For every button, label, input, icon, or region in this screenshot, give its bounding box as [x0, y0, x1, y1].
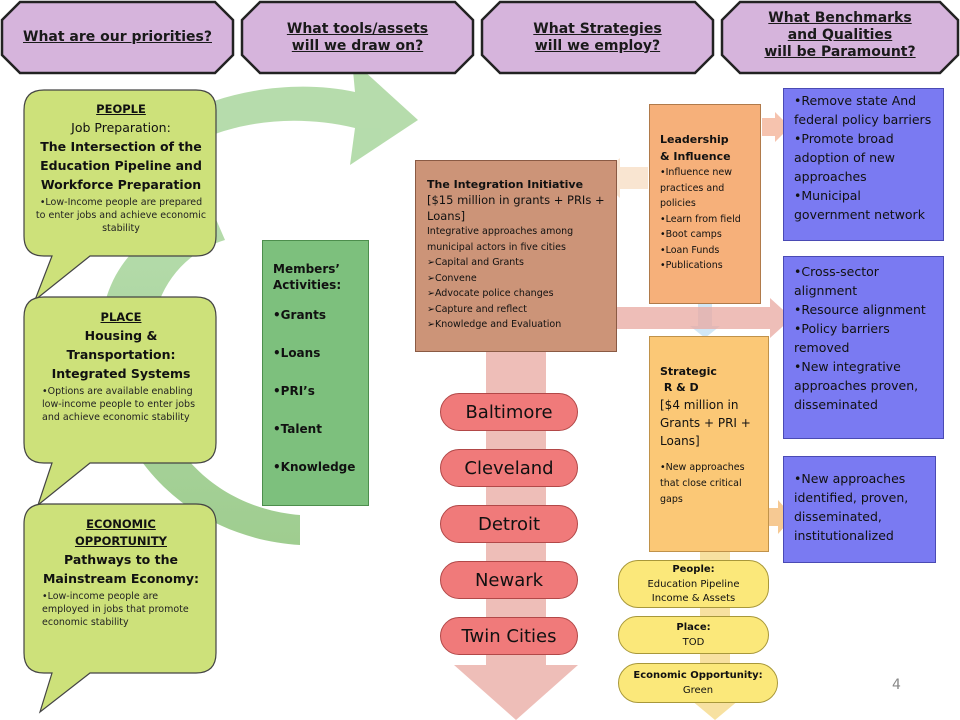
bubble-place: PLACE Housing & Transportation: Integrat… — [34, 309, 208, 424]
bubble-subtitle-line: The Intersection of the — [40, 139, 202, 154]
leadership-bullet: •Publications — [660, 260, 723, 271]
bubble-subtitle-line: Mainstream Economy: — [42, 571, 200, 586]
city-pill-cleveland: Cleveland — [440, 449, 578, 487]
strategy-line: Green — [682, 685, 714, 696]
bubble-people: PEOPLE Job Preparation: The Intersection… — [34, 101, 208, 235]
bubble-subtitle-line: Workforce Preparation — [40, 177, 202, 192]
strategy-line: TOD — [682, 637, 705, 648]
header-line: will be Paramount? — [764, 44, 916, 60]
benchmark-item: •Remove state And federal policy barrier… — [794, 93, 932, 127]
leadership-influence-box: Leadership & Influence •Influence new pr… — [649, 104, 761, 304]
bubble-bullet: •Low-income people are employed in jobs … — [42, 591, 189, 628]
integration-bullet: ➢Capture and reflect — [427, 303, 527, 315]
integration-bullet-text: Capture and reflect — [434, 303, 527, 315]
strategic-title-line: Strategic — [660, 365, 717, 378]
benchmark-box-approaches: •New approaches identified, proven, diss… — [783, 456, 936, 563]
strategy-pill-place: Place: TOD — [618, 616, 769, 654]
city-pill-detroit: Detroit — [440, 505, 578, 543]
integration-bullet: ➢Knowledge and Evaluation — [427, 319, 562, 330]
leadership-bullet: •Influence new practices and policies — [660, 167, 733, 209]
bubble-subtitle-line: Housing & — [84, 328, 158, 343]
members-title: Members’ Activities: — [273, 262, 342, 292]
members-item: •Loans — [273, 346, 321, 360]
members-item: •Knowledge — [273, 460, 356, 474]
strategic-subtitle: [$4 million in Grants + PRI + Loans] — [660, 398, 751, 448]
header-benchmarks: What Benchmarks and Qualities will be Pa… — [722, 0, 958, 71]
members-item: •Talent — [273, 422, 322, 436]
strategy-pill-economic-opportunity: Economic Opportunity: Green — [618, 663, 778, 703]
benchmark-item: •Resource alignment — [794, 302, 926, 317]
header-line: and Qualities — [787, 27, 893, 43]
bubble-title: PLACE — [100, 310, 142, 324]
members-item: •PRI’s — [273, 384, 315, 398]
integration-subtitle: [$15 million in grants + PRIs + Loans] — [427, 193, 605, 223]
benchmark-item: •Promote broad adoption of new approache… — [794, 131, 895, 184]
header-line: will we draw on? — [291, 37, 424, 54]
city-pill-newark: Newark — [440, 561, 578, 599]
leadership-bullet: •Loan Funds — [660, 244, 720, 256]
integration-bullet-text: Knowledge and Evaluation — [434, 319, 562, 330]
bubble-subtitle-line: Job Preparation: — [71, 120, 171, 135]
strategy-line: Education Pipeline — [647, 579, 740, 590]
leadership-bullet: •Learn from field — [660, 213, 741, 225]
header-line: What Strategies — [533, 20, 662, 37]
benchmark-item: •Municipal government network — [794, 188, 925, 222]
integration-title: The Integration Initiative — [427, 178, 584, 191]
integration-bullet-text: Capital and Grants — [434, 257, 524, 268]
integration-description: Integrative approaches among municipal a… — [427, 226, 574, 253]
bubble-subtitle-line: Transportation: — [66, 347, 176, 362]
benchmark-box-policy: •Remove state And federal policy barrier… — [783, 88, 944, 241]
integration-bullet: ➢Capital and Grants — [427, 257, 524, 268]
header-tools: What tools/assets will we draw on? — [242, 2, 473, 73]
strategic-rd-box: Strategic R & D [$4 million in Grants + … — [649, 336, 769, 552]
strategy-title: Place: — [676, 622, 711, 633]
strategy-pill-people: People: Education Pipeline Income & Asse… — [618, 560, 769, 608]
leadership-title-line: Leadership — [660, 133, 729, 146]
integration-bullet-text: Advocate police changes — [434, 288, 554, 299]
leadership-title-line: & Influence — [660, 150, 731, 163]
bubble-economic-opportunity: ECONOMIC OPPORTUNITY Pathways to the Mai… — [34, 516, 208, 629]
header-line: will we employ? — [534, 37, 661, 54]
strategic-bullet: •New approaches that close critical gaps — [660, 462, 745, 505]
integration-bullet: ➢Advocate police changes — [427, 288, 554, 299]
benchmark-box-alignment: •Cross-sector alignment •Resource alignm… — [783, 256, 944, 439]
header-line: What are our priorities? — [23, 29, 212, 45]
strategy-line: Income & Assets — [651, 593, 736, 604]
leadership-bullet: •Boot camps — [660, 229, 722, 240]
city-pill-twin-cities: Twin Cities — [440, 617, 578, 655]
strategic-title-line: R & D — [660, 381, 699, 394]
bubble-shapes — [23, 89, 217, 714]
benchmark-item: •New approaches identified, proven, diss… — [794, 471, 909, 543]
integration-bullet: ➢Convene — [427, 272, 477, 284]
header-line: What tools/assets — [286, 20, 429, 37]
header-priorities: What are our priorities? — [2, 2, 233, 73]
bubble-subtitle-line: Pathways to the — [64, 552, 178, 567]
benchmark-item: •Policy barriers removed — [794, 321, 890, 355]
benchmark-item: •New integrative approaches proven, diss… — [794, 359, 919, 412]
members-activities-box: Members’ Activities: •Grants •Loans •PRI… — [262, 240, 369, 506]
strategy-title: People: — [672, 564, 715, 575]
strategy-title: Economic Opportunity: — [633, 670, 763, 681]
bubble-bullet: •Low-Income people are prepared to enter… — [35, 197, 207, 234]
header-strategies: What Strategies will we employ? — [482, 2, 713, 73]
benchmark-item: •Cross-sector alignment — [794, 264, 879, 298]
bubble-subtitle-line: Education Pipeline and — [40, 158, 202, 173]
bubble-title: ECONOMIC OPPORTUNITY — [74, 517, 167, 548]
bubble-subtitle-line: Integrated Systems — [51, 366, 191, 381]
city-pill-baltimore: Baltimore — [440, 393, 578, 431]
members-item: •Grants — [273, 308, 326, 322]
bubble-title: PEOPLE — [96, 102, 146, 116]
header-shapes — [0, 0, 960, 75]
page-number: 4 — [892, 677, 901, 693]
integration-bullet-text: Convene — [434, 272, 477, 284]
header-line: What Benchmarks — [768, 10, 912, 26]
integration-initiative-box: The Integration Initiative [$15 million … — [415, 160, 617, 352]
bubble-bullet: •Options are available enabling low-inco… — [42, 386, 196, 423]
